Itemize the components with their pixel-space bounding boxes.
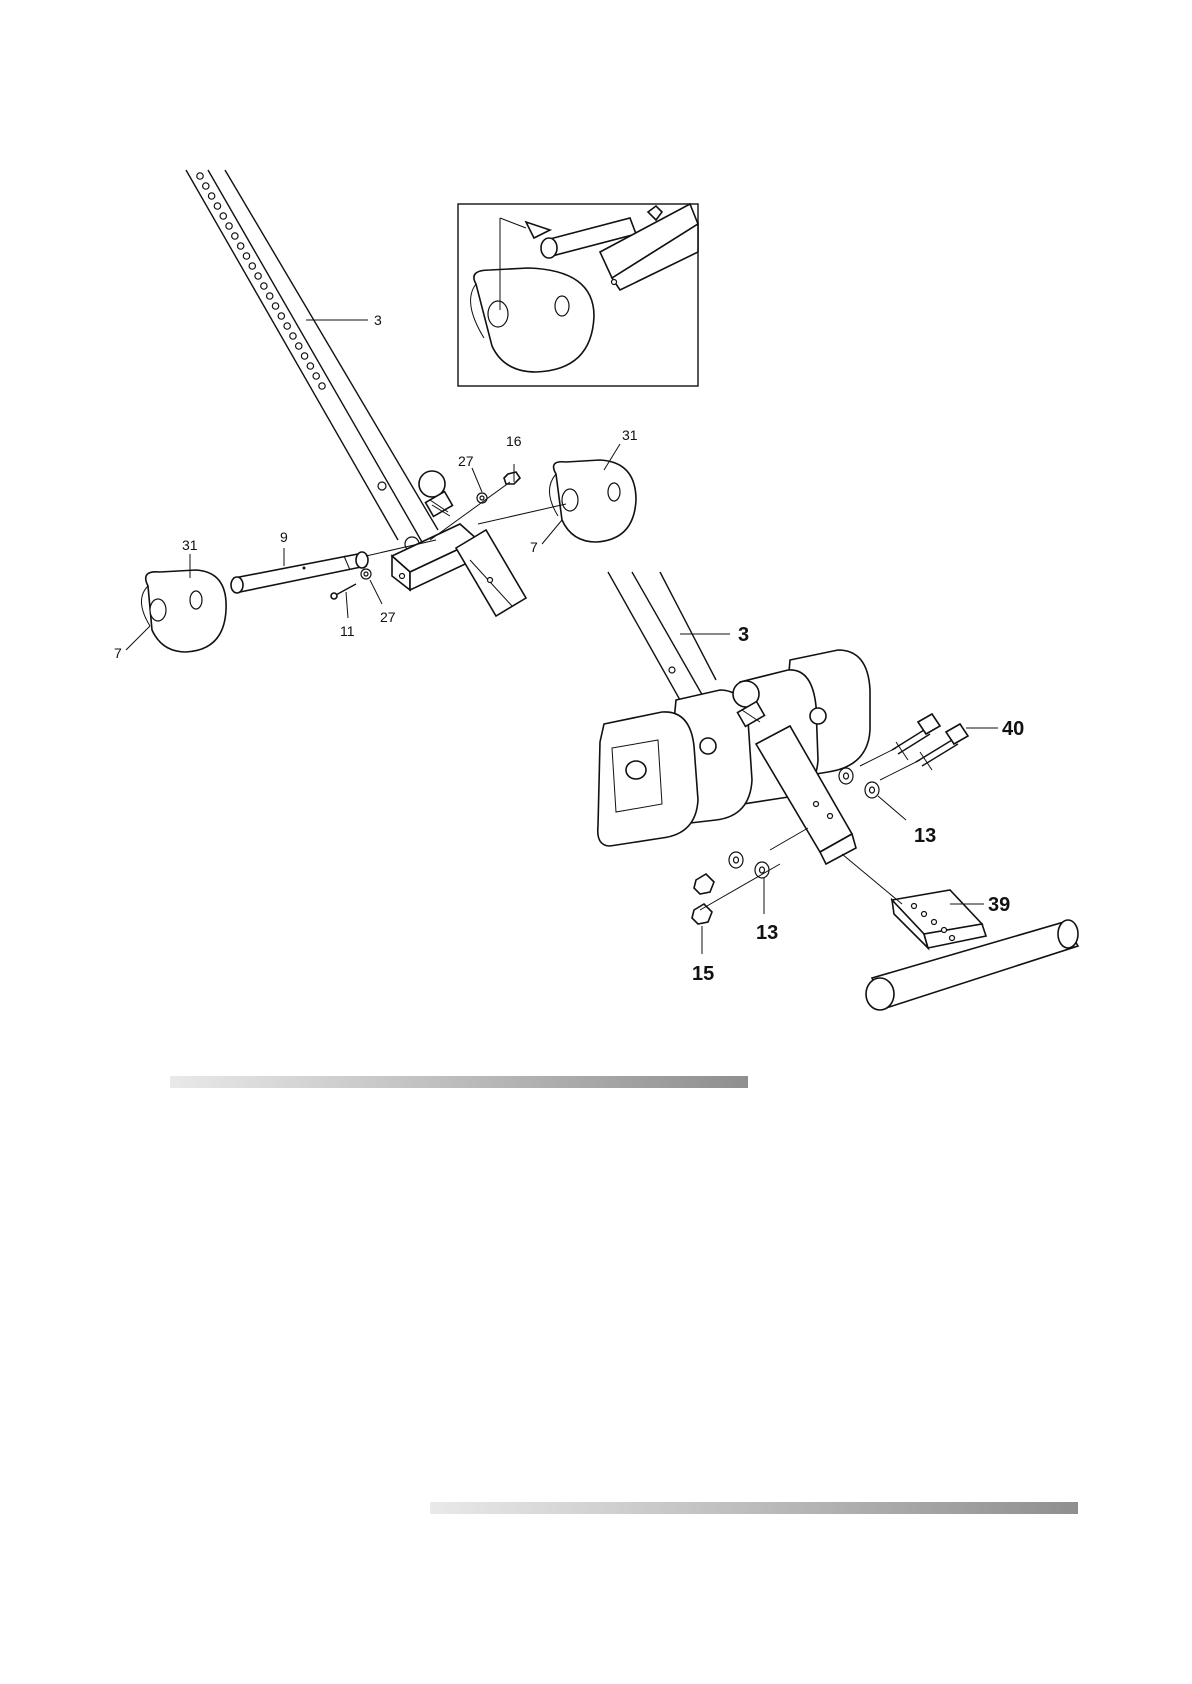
frame-hole — [278, 313, 284, 319]
frame-hole — [237, 243, 243, 249]
frame-hole — [255, 273, 261, 279]
frame-hole — [261, 283, 267, 289]
callout-7-left: 7 — [114, 645, 122, 661]
frame-hole — [284, 323, 290, 329]
section-divider-bottom — [430, 1502, 1078, 1514]
callout-7-right: 7 — [530, 539, 538, 555]
callout-31-right: 31 — [622, 427, 638, 443]
foam-pad-left — [141, 570, 226, 652]
bolts-lower — [892, 714, 968, 770]
frame-hole — [214, 203, 220, 209]
frame-hole — [197, 173, 203, 179]
callout-31-left: 31 — [182, 537, 198, 553]
frame-hole — [301, 353, 307, 359]
callout-13-right: 13 — [914, 825, 936, 847]
frame-hole — [203, 183, 209, 189]
frame-tube-lower — [608, 572, 716, 700]
callout-11: 11 — [340, 623, 355, 639]
frame-tube-upper — [186, 170, 438, 551]
frame-hole — [307, 363, 313, 369]
section-divider-top — [170, 1076, 748, 1088]
foam-pad-right — [549, 460, 636, 542]
callout-40: 40 — [1002, 718, 1024, 740]
callout-15: 15 — [692, 963, 714, 985]
callout-3: 3 — [374, 312, 382, 328]
axle-rod — [231, 552, 368, 593]
callout-39: 39 — [988, 894, 1010, 916]
frame-hole — [272, 303, 278, 309]
frame-hole — [232, 233, 238, 239]
frame-hole — [220, 213, 226, 219]
callout-13-left: 13 — [756, 922, 778, 944]
frame-hole — [226, 223, 232, 229]
callout-3-lower: 3 — [738, 624, 749, 646]
callout-9: 9 — [280, 529, 288, 545]
foot-tube-39 — [866, 890, 1078, 1010]
frame-hole — [296, 343, 302, 349]
frame-hole — [208, 193, 214, 199]
callout-16: 16 — [506, 433, 522, 449]
frame-hole — [243, 253, 249, 259]
frame-hole — [267, 293, 273, 299]
detail-inset — [458, 204, 698, 386]
frame-hole — [290, 333, 296, 339]
frame-hole — [319, 383, 325, 389]
frame-hole — [313, 373, 319, 379]
callout-27-bottom: 27 — [380, 609, 396, 625]
adjustment-knob — [419, 471, 453, 516]
callout-27-top: 27 — [458, 453, 474, 469]
frame-hole — [249, 263, 255, 269]
